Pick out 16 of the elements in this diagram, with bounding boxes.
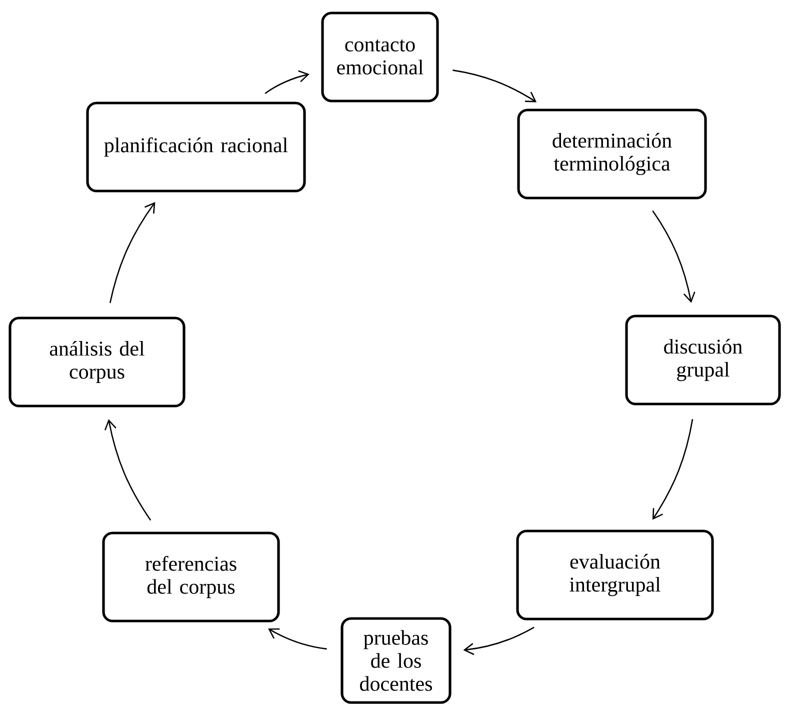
process-box: contacto emocional xyxy=(321,12,439,102)
arrow xyxy=(463,626,534,656)
process-box: determinación terminológica xyxy=(517,108,707,200)
arrow xyxy=(652,418,694,520)
process-box: evaluación intergrupal xyxy=(516,530,714,620)
arrow xyxy=(268,628,327,650)
process-box: referencias del corpus xyxy=(102,532,280,622)
process-box: planificación racional xyxy=(86,102,306,192)
process-box: pruebas de los docentes xyxy=(340,617,452,704)
arrow xyxy=(104,419,152,521)
arrow xyxy=(452,70,537,102)
process-box: análisis del corpus xyxy=(8,316,186,408)
process-box: discusión grupal xyxy=(625,314,781,406)
arrow xyxy=(264,70,310,94)
arrow xyxy=(109,202,156,304)
arrow xyxy=(652,210,696,303)
